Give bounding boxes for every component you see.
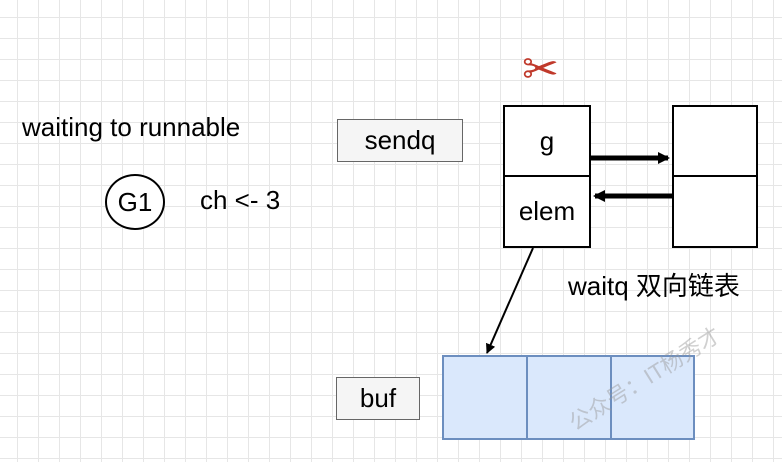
goroutine-circle: G1: [105, 174, 165, 230]
elem-to-buf-arrow: [486, 247, 534, 354]
operation-text: ch <- 3: [200, 185, 281, 215]
sendq-label-text: sendq: [364, 125, 436, 155]
sudog-elem-label: elem: [518, 196, 576, 226]
status-text: waiting to runnable: [22, 112, 241, 142]
buffer-slot: [610, 355, 695, 440]
buf-label-text: buf: [359, 383, 397, 413]
buf-label: buf: [336, 377, 420, 420]
next-sudog-bottom-cell: [672, 175, 758, 248]
buffer-slot: [442, 355, 528, 440]
goroutine-label: G1: [117, 186, 153, 217]
sudog-g-cell: g: [503, 105, 591, 177]
sendq-label: sendq: [337, 119, 463, 162]
sudog-elem-cell: elem: [503, 175, 591, 248]
scissors-icon: ✂: [522, 45, 559, 94]
sudog-g-label: g: [539, 125, 555, 156]
waitq-label: waitq 双向链表: [568, 271, 740, 301]
